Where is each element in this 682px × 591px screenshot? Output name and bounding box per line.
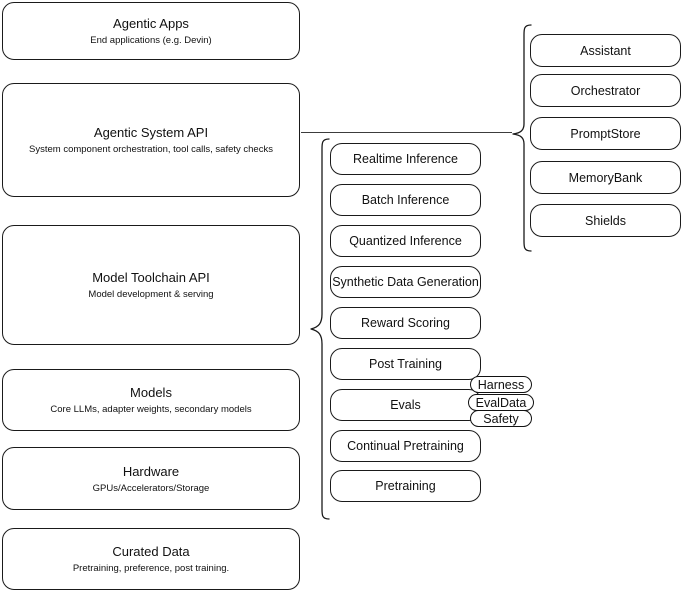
capability-post-training[interactable]: Post Training bbox=[330, 348, 481, 380]
layer-title: Hardware bbox=[122, 463, 180, 479]
layer-subtitle: System component orchestration, tool cal… bbox=[29, 144, 273, 155]
capability-reward-scoring[interactable]: Reward Scoring bbox=[330, 307, 481, 339]
layer-subtitle: Core LLMs, adapter weights, secondary mo… bbox=[50, 404, 252, 415]
capability-label: Reward Scoring bbox=[361, 316, 450, 330]
evals-tag-label: Harness bbox=[477, 377, 525, 392]
capability-label: Synthetic Data Generation bbox=[332, 275, 479, 289]
layer-title: Agentic System API bbox=[93, 125, 209, 140]
layer-subtitle: Pretraining, preference, post training. bbox=[72, 563, 230, 574]
layer-card-curated-data[interactable]: Curated Data Pretraining, preference, po… bbox=[2, 528, 300, 590]
capability-realtime-inference[interactable]: Realtime Inference bbox=[330, 143, 481, 175]
layer-title: Agentic Apps bbox=[113, 16, 189, 31]
capability-label: Batch Inference bbox=[361, 193, 450, 207]
evals-tag-evaldata[interactable]: EvalData bbox=[468, 394, 534, 411]
brace-toolchain-capabilities bbox=[310, 138, 330, 520]
capability-label: Realtime Inference bbox=[353, 152, 458, 166]
layer-title: Curated Data bbox=[112, 544, 190, 559]
system-component-label: Shields bbox=[585, 213, 626, 228]
system-component-label: MemoryBank bbox=[568, 170, 643, 185]
capability-batch-inference[interactable]: Batch Inference bbox=[330, 184, 481, 216]
capability-label: Evals bbox=[390, 398, 421, 412]
capability-continual-pretraining[interactable]: Continual Pretraining bbox=[330, 430, 481, 462]
system-component-label: Assistant bbox=[580, 43, 631, 58]
system-component-promptstore[interactable]: PromptStore bbox=[530, 117, 681, 150]
brace-system-components bbox=[512, 24, 532, 252]
capability-synthetic-data-generation[interactable]: Synthetic Data Generation bbox=[330, 266, 481, 298]
layer-card-models[interactable]: Models Core LLMs, adapter weights, secon… bbox=[2, 369, 300, 431]
capability-label: Post Training bbox=[369, 357, 442, 371]
layer-subtitle: Model development & serving bbox=[88, 289, 214, 300]
system-component-label: PromptStore bbox=[570, 126, 641, 141]
layer-card-agentic-apps[interactable]: Agentic Apps End applications (e.g. Devi… bbox=[2, 2, 300, 60]
layer-title: Model Toolchain API bbox=[92, 270, 210, 285]
capability-label: Pretraining bbox=[375, 479, 436, 493]
system-component-orchestrator[interactable]: Orchestrator bbox=[530, 74, 681, 107]
layer-title: Models bbox=[130, 385, 172, 400]
evals-tag-safety[interactable]: Safety bbox=[470, 410, 532, 427]
system-component-label: Orchestrator bbox=[570, 83, 641, 98]
system-component-assistant[interactable]: Assistant bbox=[530, 34, 681, 67]
evals-tag-harness[interactable]: Harness bbox=[470, 376, 532, 393]
layer-card-hardware[interactable]: Hardware GPUs/Accelerators/Storage bbox=[2, 447, 300, 510]
capability-evals[interactable]: Evals bbox=[330, 389, 481, 421]
layer-subtitle: End applications (e.g. Devin) bbox=[90, 35, 212, 46]
capability-pretraining[interactable]: Pretraining bbox=[330, 470, 481, 502]
layer-card-model-toolchain-api[interactable]: Model Toolchain API Model development & … bbox=[2, 225, 300, 345]
evals-tag-label: EvalData bbox=[475, 395, 527, 410]
connector-system-api-to-components bbox=[301, 132, 512, 134]
capability-label: Continual Pretraining bbox=[347, 439, 464, 453]
layer-subtitle: GPUs/Accelerators/Storage bbox=[92, 482, 210, 494]
layer-card-agentic-system-api[interactable]: Agentic System API System component orch… bbox=[2, 83, 300, 197]
system-component-shields[interactable]: Shields bbox=[530, 204, 681, 237]
capability-quantized-inference[interactable]: Quantized Inference bbox=[330, 225, 481, 257]
evals-tag-label: Safety bbox=[483, 411, 519, 426]
system-component-memorybank[interactable]: MemoryBank bbox=[530, 161, 681, 194]
capability-label: Quantized Inference bbox=[349, 234, 462, 248]
